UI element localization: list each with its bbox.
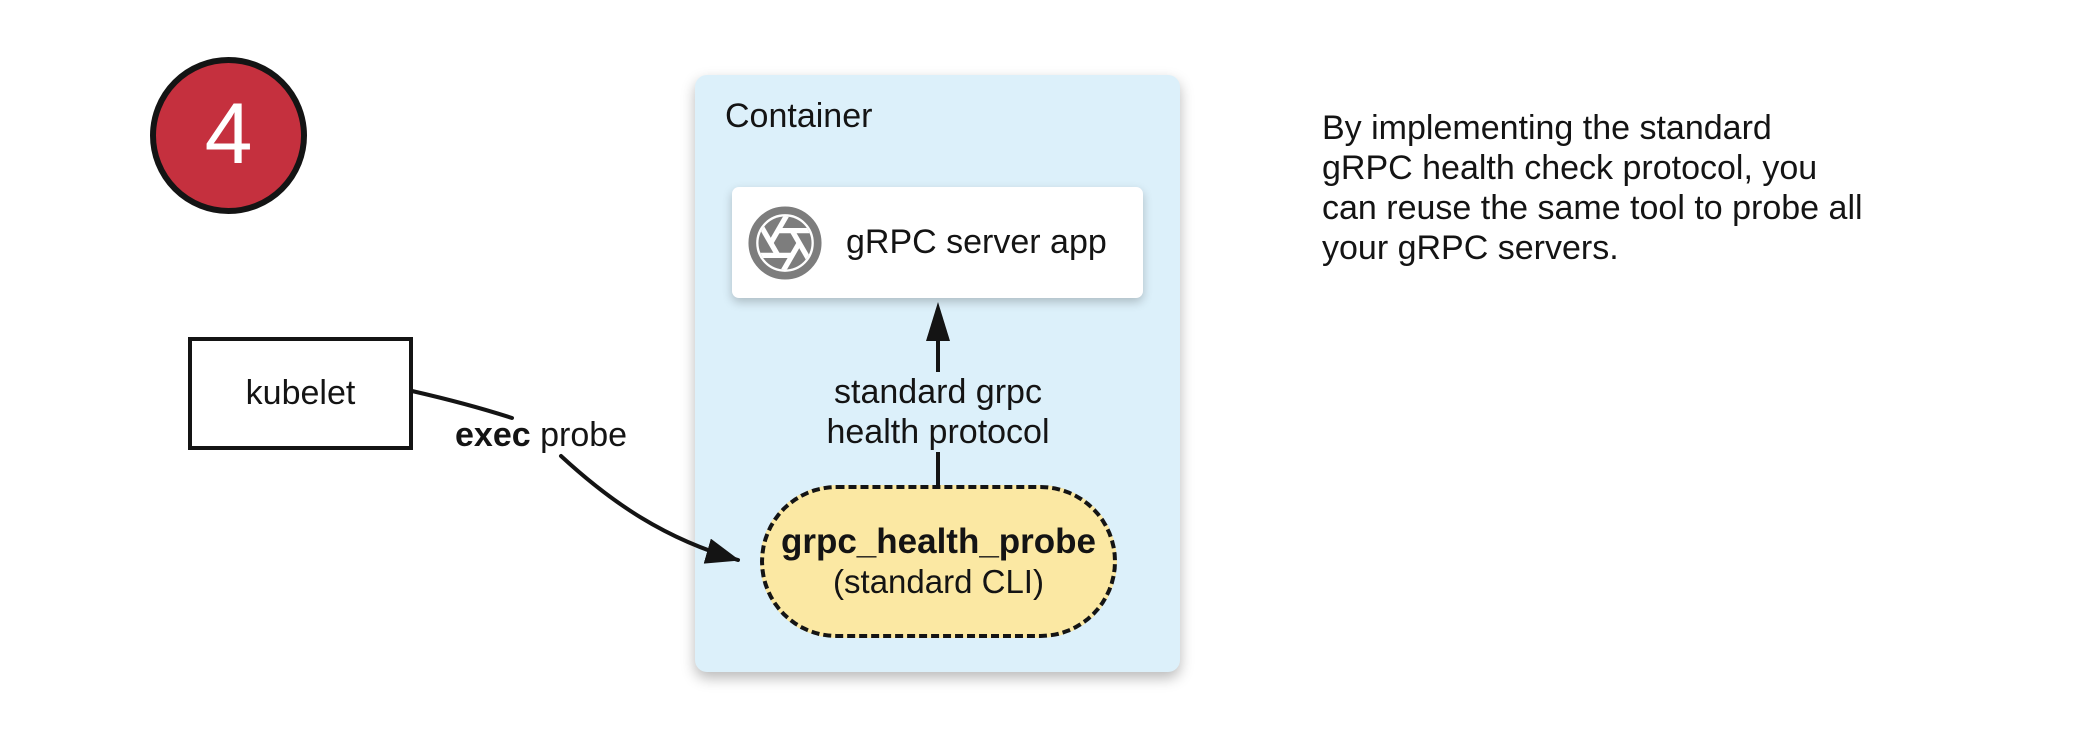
exec-probe-arrow-upper	[410, 389, 514, 420]
exec-probe-label-rest: probe	[530, 416, 628, 454]
note-line-4: your gRPC servers.	[1322, 229, 1619, 267]
grpc-server-app-node: gRPC server app	[732, 187, 1143, 298]
health-protocol-label: standard grpc health protocol	[788, 372, 1088, 452]
note-text: By implementing the standard gRPC health…	[1322, 108, 1863, 268]
aperture-icon	[748, 205, 822, 280]
container-title: Container	[725, 97, 873, 135]
kubelet-node: kubelet	[188, 337, 413, 450]
exec-probe-label-bold: exec	[455, 416, 531, 454]
step-number-badge: 4	[150, 57, 307, 214]
note-line-3: can reuse the same tool to probe all	[1322, 189, 1863, 227]
container-overlay: gRPC server app standard grpc health pro…	[695, 75, 1180, 672]
note-line-2: gRPC health check protocol, you	[1322, 149, 1818, 187]
grpc-health-probe-subtitle: (standard CLI)	[833, 562, 1044, 600]
health-protocol-label-line2: health protocol	[826, 413, 1050, 451]
kubelet-label: kubelet	[245, 374, 356, 412]
exec-probe-label: exec probe	[455, 416, 627, 455]
grpc-health-probe-title: grpc_health_probe	[780, 521, 1097, 561]
step-number: 4	[204, 85, 253, 182]
note-line-1: By implementing the standard	[1322, 109, 1772, 147]
health-protocol-label-line1: standard grpc	[834, 373, 1042, 411]
grpc-health-probe-node: grpc_health_probe (standard CLI)	[760, 485, 1117, 638]
grpc-server-app-label: gRPC server app	[846, 223, 1107, 261]
